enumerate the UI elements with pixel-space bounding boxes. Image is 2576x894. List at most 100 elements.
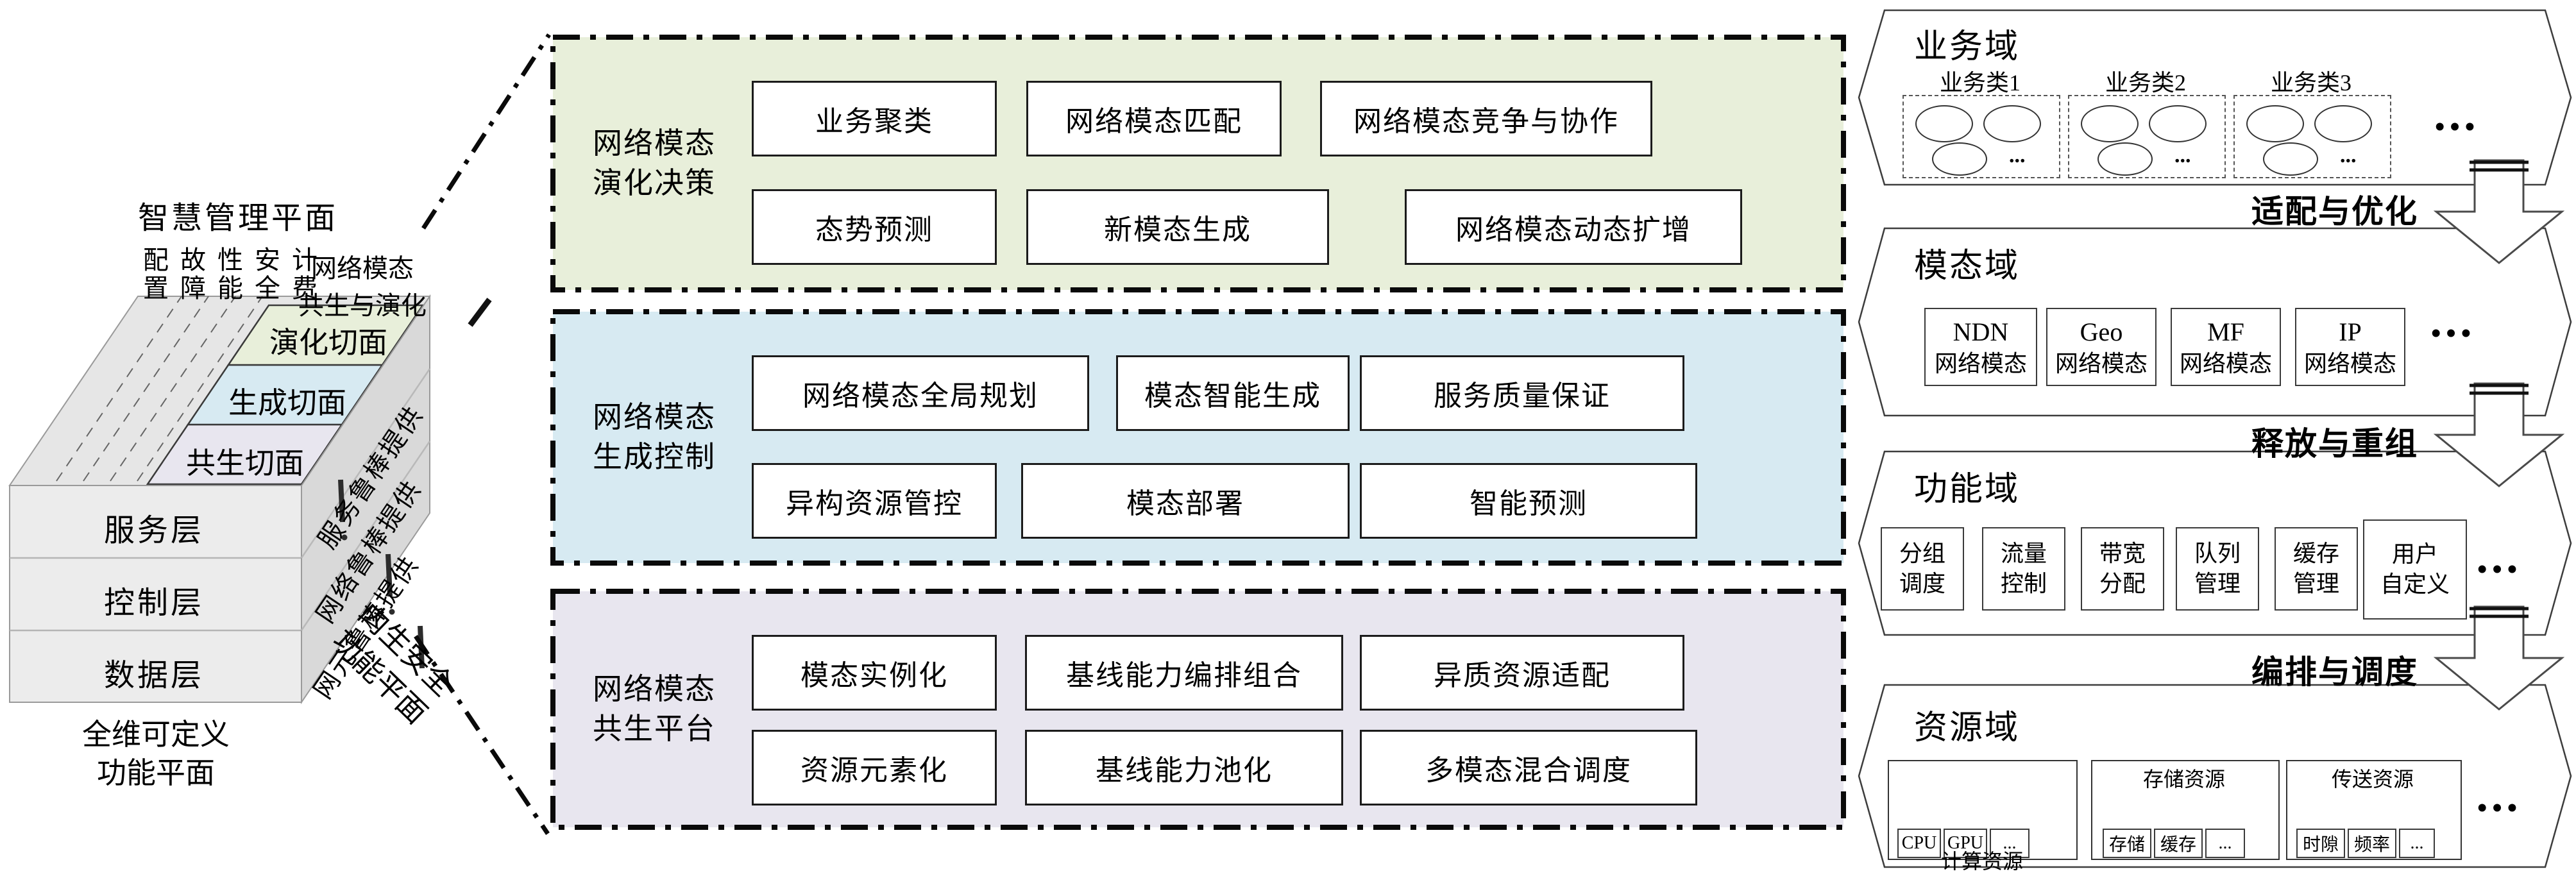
- box-intelligent-prediction: 智能预测: [1360, 463, 1697, 539]
- business-class-3-box: ...: [2233, 95, 2391, 178]
- service-ellipse: [1983, 105, 2041, 142]
- box-qos-guarantee: 服务质量保证: [1360, 355, 1684, 431]
- box-service-clustering: 业务聚类: [752, 81, 997, 156]
- section-label-evolution: 网络模态 演化决策: [564, 124, 744, 203]
- fn-l1: 流量: [2000, 541, 2047, 567]
- modality-mf-suffix: 网络模态: [2179, 350, 2272, 376]
- fn-l2: 管理: [2292, 571, 2339, 596]
- resource-domain-title: 资源域: [1914, 710, 2021, 746]
- function-domain-title: 功能域: [1914, 471, 2021, 508]
- transport-item-timeslot: 时隙: [2296, 829, 2345, 858]
- fn-l2: 分配: [2099, 571, 2146, 596]
- evolution-axis-line2: 共生与演化: [298, 291, 427, 320]
- business-class-2-label: 业务类2: [2105, 70, 2186, 96]
- business-ellipsis: •••: [2435, 111, 2480, 142]
- layer-data: 数据层: [103, 659, 204, 693]
- axis-dot-1: [341, 534, 348, 541]
- fcaps-security: 安全: [251, 246, 280, 303]
- box-heterogeneous-resource-control: 异构资源管控: [752, 463, 997, 539]
- function-ellipsis: •••: [2477, 553, 2523, 585]
- service-ellipse: [2246, 105, 2304, 142]
- box-modality-dynamic-expansion: 网络模态动态扩增: [1405, 189, 1742, 265]
- compute-item-more: ...: [1990, 829, 2029, 858]
- modality-geo-suffix: 网络模态: [2055, 350, 2148, 376]
- business-inner-ellipsis: ...: [2174, 144, 2191, 167]
- storage-item-cache: 缓存: [2154, 829, 2203, 858]
- cube-front-face: [9, 485, 302, 703]
- box-intelligent-generation: 模态智能生成: [1116, 355, 1350, 431]
- box-situation-prediction: 态势预测: [752, 189, 997, 265]
- resource-ellipsis: •••: [2477, 792, 2523, 823]
- connector-top: [421, 33, 551, 230]
- modality-box-ip: IP 网络模态: [2295, 308, 2405, 386]
- fcaps-configuration: 配置: [139, 246, 168, 303]
- flow-label-release-recombine: 释放与重组: [2251, 426, 2418, 462]
- business-domain-title: 业务域: [1914, 29, 2021, 65]
- fcaps-fault: 故障: [176, 246, 205, 303]
- compute-item-gpu: GPU: [1944, 829, 1987, 858]
- modality-ip-suffix: 网络模态: [2303, 350, 2396, 376]
- layer-control: 控制层: [103, 586, 204, 620]
- function-box-bandwidth-allocation: 带宽 分配: [2081, 527, 2164, 611]
- box-modality-instantiation: 模态实例化: [752, 635, 997, 711]
- compute-item-cpu: CPU: [1897, 829, 1941, 858]
- bottom-plane-line2: 功能平面: [97, 756, 215, 789]
- transport-item-frequency: 频率: [2348, 829, 2396, 858]
- section-label-generation-l1: 网络模态: [593, 401, 716, 434]
- modality-box-mf: MF 网络模态: [2171, 308, 2281, 386]
- section-label-evolution-l1: 网络模态: [593, 127, 716, 160]
- box-heterogeneous-resource-adaptation: 异质资源适配: [1360, 635, 1684, 711]
- fn-l2: 调度: [1899, 571, 1945, 596]
- service-ellipse: [2149, 105, 2207, 142]
- axis-dot-2: [389, 609, 395, 615]
- service-ellipse: [2097, 142, 2153, 176]
- cube-group: [8, 294, 492, 705]
- fcaps-performance: 性能: [214, 246, 242, 303]
- evolution-axis-line1: 网络模态: [311, 254, 414, 283]
- modality-box-ndn: NDN 网络模态: [1924, 308, 2037, 386]
- business-class-2-box: ...: [2068, 95, 2226, 178]
- storage-item-more: ...: [2205, 829, 2245, 858]
- box-new-modality-generation: 新模态生成: [1026, 189, 1329, 265]
- modality-ndn-suffix: 网络模态: [1934, 350, 2027, 376]
- box-modality-matching: 网络模态匹配: [1026, 81, 1282, 156]
- connector-bottom-security-axis: [414, 635, 550, 835]
- fn-l1: 分组: [1899, 541, 1945, 567]
- box-modality-competition: 网络模态竞争与协作: [1320, 81, 1652, 156]
- storage-resource-label: 存储资源: [2142, 768, 2225, 791]
- box-multimodal-hybrid-scheduling: 多模态混合调度: [1360, 730, 1697, 805]
- storage-item-store: 存储: [2103, 829, 2151, 858]
- service-ellipse: [2263, 142, 2318, 176]
- side-layer-separator-1: [300, 368, 431, 559]
- fcaps-labels: 配置 故障 性能 安全 计费: [135, 246, 317, 303]
- box-global-planning: 网络模态全局规划: [752, 355, 1089, 431]
- box-resource-elementization: 资源元素化: [752, 730, 997, 805]
- transport-item-more: ...: [2399, 829, 2435, 858]
- function-box-traffic-control: 流量 控制: [1982, 527, 2065, 611]
- fn-l1: 队列: [2194, 541, 2241, 567]
- service-ellipse: [2081, 105, 2139, 142]
- fn-l2: 自定义: [2380, 571, 2450, 597]
- management-plane-title: 智慧管理平面: [138, 201, 339, 235]
- service-ellipse: [2314, 105, 2372, 142]
- function-box-packet-scheduling: 分组 调度: [1881, 527, 1964, 611]
- modality-box-geo: Geo 网络模态: [2046, 308, 2157, 386]
- flow-label-adapt-optimize: 适配与优化: [2251, 194, 2418, 230]
- modality-mf-name: MF: [2207, 317, 2244, 346]
- business-inner-ellipsis: ...: [2340, 144, 2357, 167]
- fn-l2: 管理: [2194, 571, 2241, 596]
- bottom-plane-line1: 全维可定义: [82, 718, 230, 751]
- service-ellipse: [1932, 142, 1987, 176]
- fn-l1: 带宽: [2099, 541, 2146, 567]
- slice-label-evolution: 演化切面: [269, 326, 387, 359]
- box-baseline-pooling: 基线能力池化: [1025, 730, 1343, 805]
- layer-service: 服务层: [103, 514, 204, 548]
- bottom-plane-label: 全维可定义 功能平面: [63, 716, 249, 793]
- banner-business: [1858, 9, 2572, 186]
- compute-resource-label: 计算资源: [1940, 850, 2023, 873]
- transport-resource-label: 传送资源: [2331, 768, 2414, 791]
- fn-l1: 用户: [2391, 541, 2438, 568]
- section-label-generation-l2: 生成控制: [593, 441, 716, 474]
- slice-label-generation: 生成切面: [228, 387, 346, 419]
